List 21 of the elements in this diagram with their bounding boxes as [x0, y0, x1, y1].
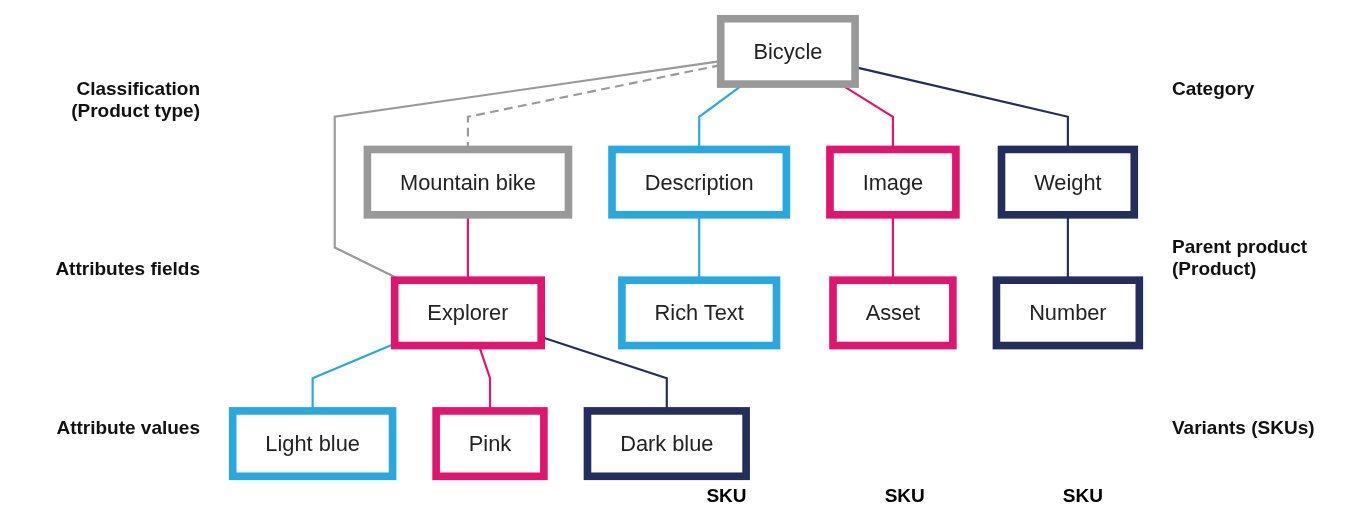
row-label: SKU	[884, 485, 925, 507]
row-label: Variants (SKUs)	[1172, 416, 1316, 439]
node-box: Light blue	[228, 407, 397, 481]
node-box: Pink	[432, 407, 548, 481]
node-box: Number	[992, 276, 1144, 350]
row-label: Classification (Product type)	[70, 78, 200, 123]
row-label: Category	[1172, 78, 1256, 101]
node-box: Asset	[829, 276, 957, 350]
node-box: Image	[826, 145, 960, 219]
row-label: SKU	[1062, 485, 1103, 507]
node-box: Weight	[997, 145, 1139, 219]
node-box: Mountain bike	[363, 145, 573, 219]
node-box: Explorer	[390, 276, 545, 350]
node-box: Description	[608, 145, 791, 219]
row-label: Attribute values	[55, 416, 200, 439]
node-box: Bicycle	[716, 14, 859, 88]
row-label: SKU	[706, 485, 747, 507]
node-box: Rich Text	[618, 276, 781, 350]
row-label: Parent product (Product)	[1172, 236, 1309, 281]
row-label: Attributes fields	[54, 258, 200, 281]
node-box: Dark blue	[583, 407, 750, 481]
